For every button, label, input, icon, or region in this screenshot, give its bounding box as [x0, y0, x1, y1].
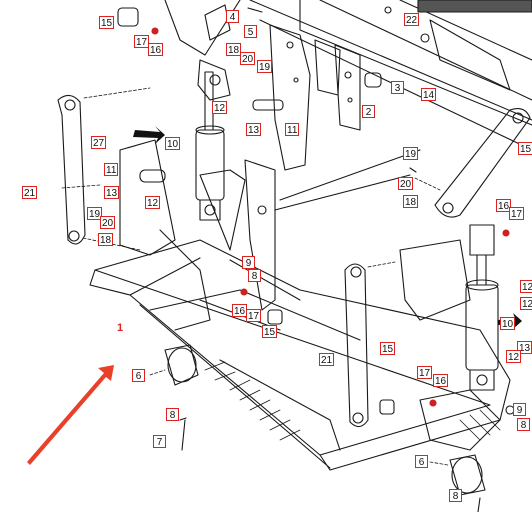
part-label-15: 15 — [99, 16, 115, 29]
part-label-9b: 9 — [513, 403, 526, 416]
part-label-5: 5 — [244, 25, 257, 38]
part-label-4: 4 — [226, 10, 239, 23]
part-label-16: 16 — [148, 43, 164, 56]
part-label-20c: 20 — [398, 177, 414, 190]
part-label-19: 19 — [257, 60, 273, 73]
part-label-12c: 12 — [520, 280, 532, 293]
part-label-27: 27 — [91, 136, 107, 149]
part-label-16b: 16 — [496, 199, 512, 212]
pointer-arrow — [27, 365, 114, 465]
part-label-15c: 15 — [262, 325, 278, 338]
part-label-15b: 15 — [518, 142, 532, 155]
part-label-6b: 6 — [415, 455, 428, 468]
link-bar-right — [434, 108, 531, 218]
part-label-17b: 17 — [509, 207, 525, 220]
part-label-15d: 15 — [380, 342, 396, 355]
part-label-19c: 19 — [403, 147, 419, 160]
part-label-17c: 17 — [246, 309, 262, 322]
part-label-11b: 11 — [104, 163, 119, 176]
part-label-21: 21 — [22, 186, 38, 199]
part-label-6: 6 — [132, 369, 145, 382]
part-label-18c: 18 — [403, 195, 419, 208]
bolts — [179, 7, 481, 512]
part-label-12: 12 — [212, 101, 228, 114]
hydraulic-cylinder-left — [195, 71, 225, 221]
part-label-22: 22 — [404, 13, 420, 26]
part-label-10: 10 — [165, 137, 181, 150]
upper-brackets — [197, 4, 361, 171]
part-label-2: 2 — [362, 105, 375, 118]
part-label-20b: 20 — [100, 216, 116, 229]
frame-hatching — [204, 361, 501, 441]
part-label-9: 9 — [242, 256, 255, 269]
part-label-10b: 10 — [500, 317, 516, 330]
part-label-12d: 12 — [520, 297, 532, 310]
leader-lines — [61, 87, 449, 466]
part-label-20: 20 — [240, 52, 256, 65]
link-bar-center — [344, 263, 369, 428]
link-bar-left — [57, 94, 86, 245]
hydraulic-cylinder-right — [465, 224, 499, 391]
part-label-16c: 16 — [232, 304, 248, 317]
part-label-18: 18 — [226, 43, 242, 56]
direction-arrows — [133, 126, 522, 329]
part-label-13b: 13 — [104, 186, 120, 199]
part-label-8: 8 — [248, 269, 261, 282]
part-label-18b: 18 — [98, 233, 114, 246]
part-label-3: 3 — [391, 81, 404, 94]
red-fittings — [151, 27, 510, 407]
part-label-11: 11 — [285, 123, 300, 136]
part-label-7: 7 — [153, 435, 166, 448]
part-label-17d: 17 — [417, 366, 433, 379]
part-label-16d: 16 — [433, 374, 449, 387]
bottom-cylinders — [164, 344, 486, 496]
part-label-12e: 12 — [506, 350, 522, 363]
part-label-8b: 8 — [517, 418, 530, 431]
part-label-17: 17 — [134, 35, 150, 48]
part-label-13: 13 — [246, 123, 262, 136]
part-label-14: 14 — [421, 88, 437, 101]
pointer-label-1: 1 — [117, 322, 124, 334]
pins-and-bushings — [117, 7, 515, 415]
part-label-19b: 19 — [87, 207, 103, 220]
part-label-8c: 8 — [166, 408, 179, 421]
part-label-8d: 8 — [449, 489, 462, 502]
part-label-12b: 12 — [145, 196, 161, 209]
part-label-21b: 21 — [319, 353, 335, 366]
